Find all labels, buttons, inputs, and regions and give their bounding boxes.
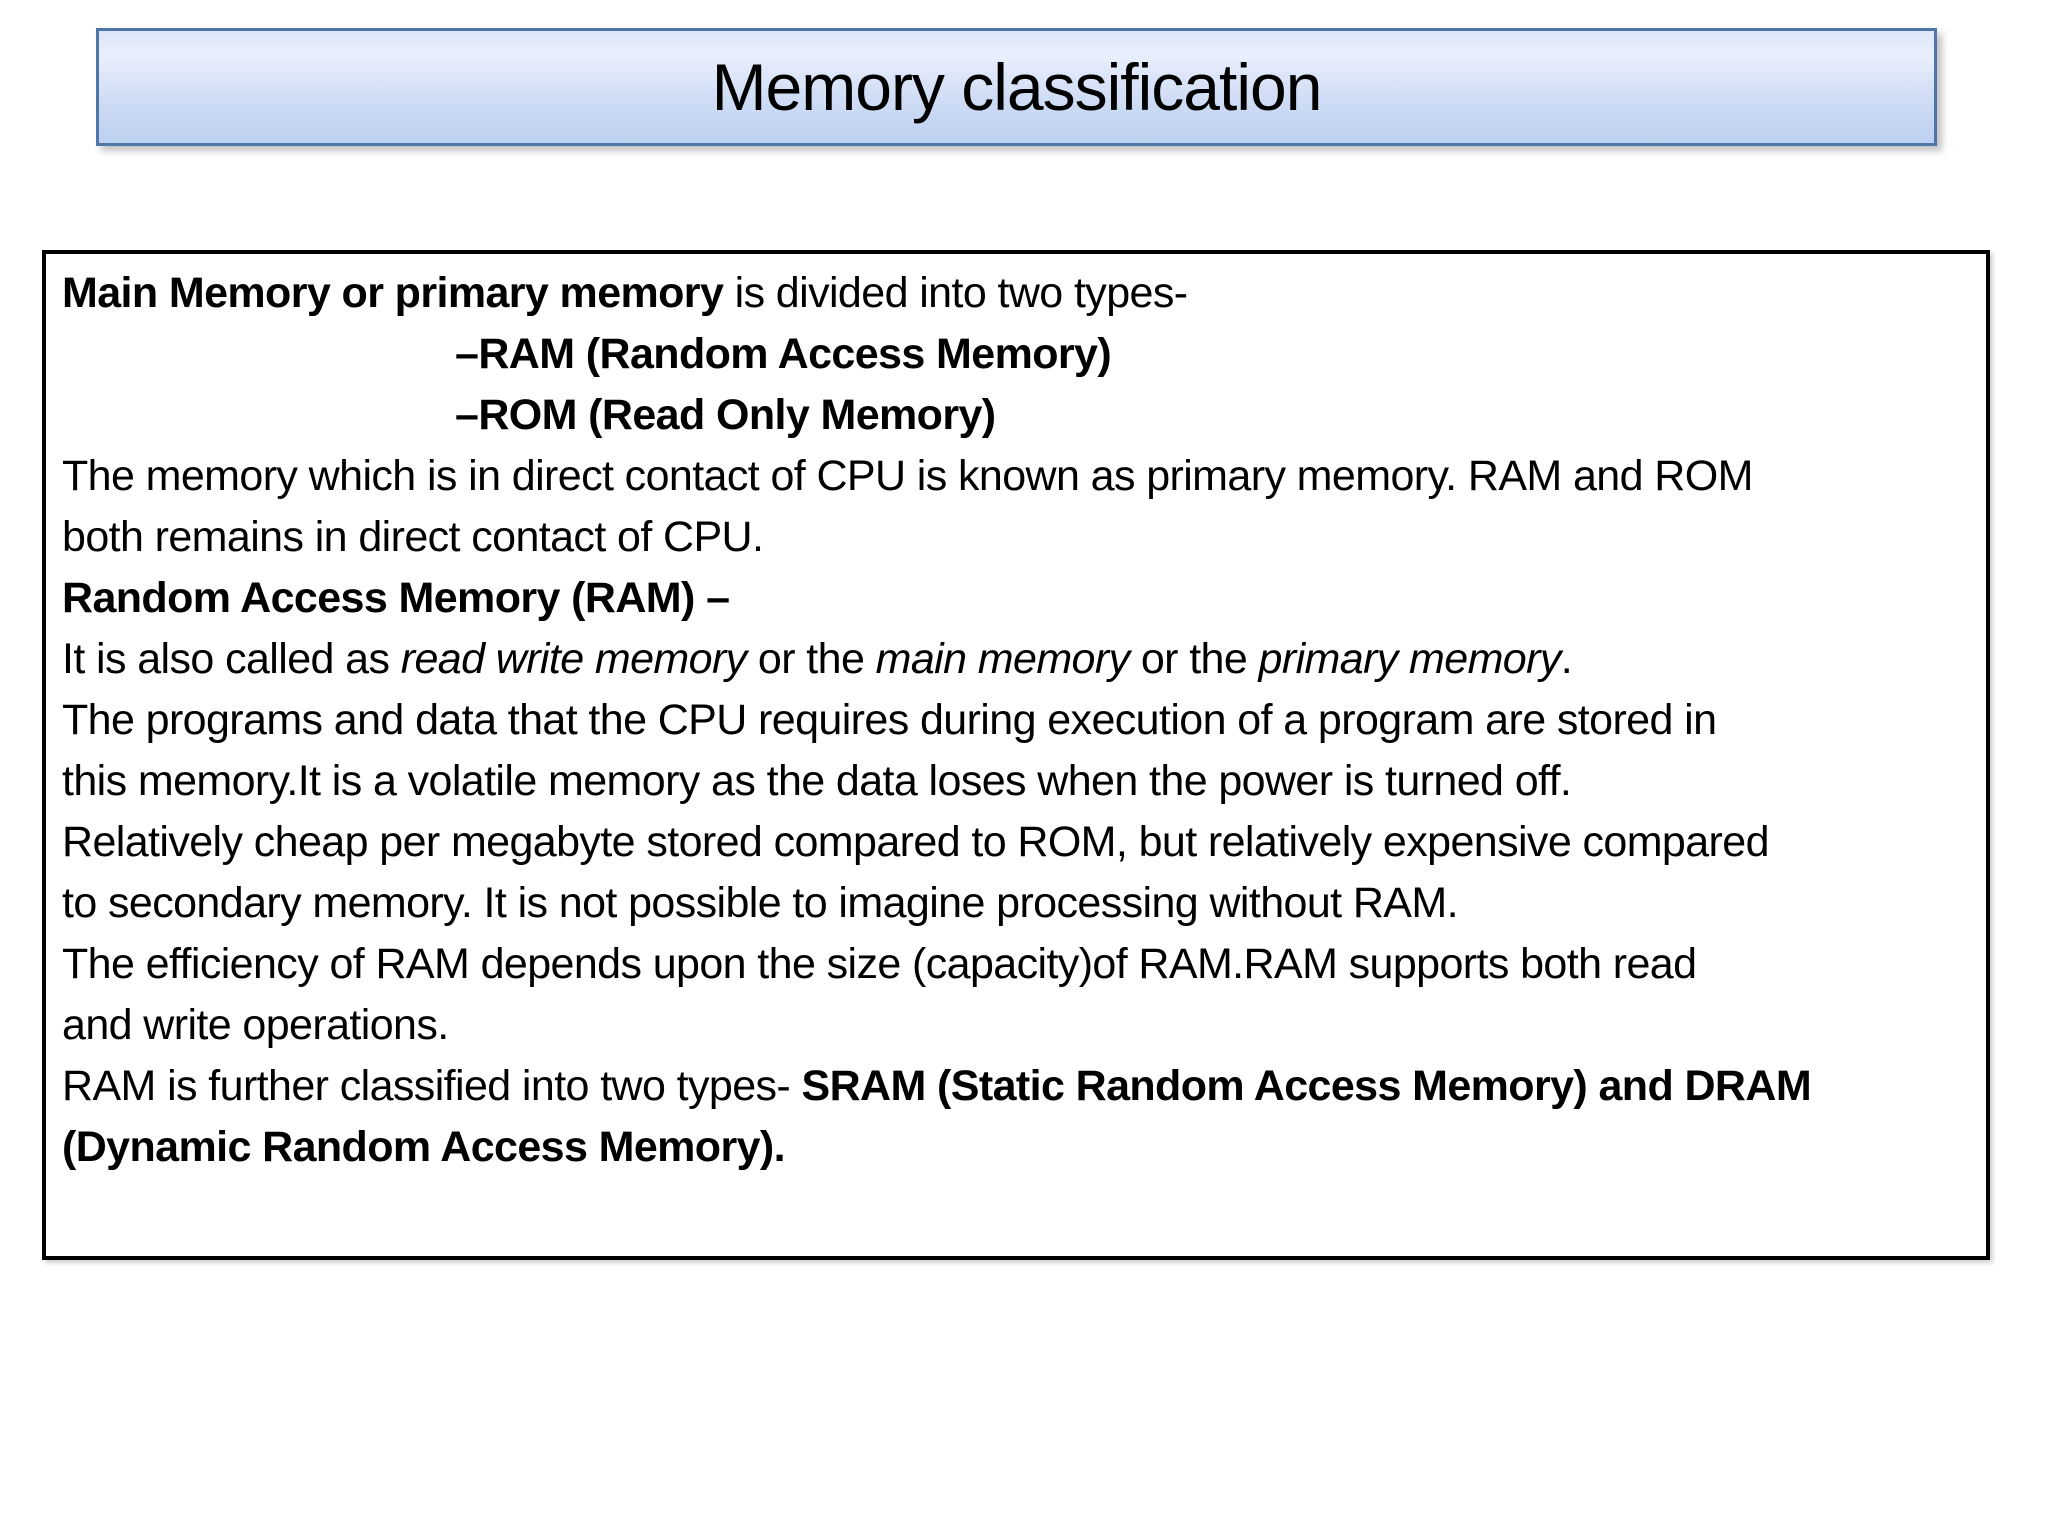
text-line: Random Access Memory (RAM) – xyxy=(62,568,1970,629)
text-run: The programs and data that the CPU requi… xyxy=(62,696,1717,744)
text-line: Relatively cheap per megabyte stored com… xyxy=(62,812,1970,873)
text-run: Relatively cheap per megabyte stored com… xyxy=(62,818,1770,866)
text-run: both remains in direct contact of CPU. xyxy=(62,513,764,561)
text-line: The memory which is in direct contact of… xyxy=(62,446,1970,507)
text-line: this memory.It is a volatile memory as t… xyxy=(62,751,1970,812)
text-run: –ROM (Read Only Memory) xyxy=(455,391,996,439)
text-line: RAM is further classified into two types… xyxy=(62,1056,1970,1117)
text-run: It is also called as xyxy=(62,635,401,683)
text-run: or the xyxy=(1129,635,1259,683)
text-line: –RAM (Random Access Memory) xyxy=(62,324,1970,385)
content-lines: Main Memory or primary memory is divided… xyxy=(62,263,1970,1178)
text-run: to secondary memory. It is not possible … xyxy=(62,879,1459,927)
text-run: this memory.It is a volatile memory as t… xyxy=(62,757,1572,805)
text-run: read write memory xyxy=(400,635,747,683)
text-run: is divided into two types- xyxy=(723,269,1188,317)
text-run: main memory xyxy=(875,635,1130,683)
content-box: Main Memory or primary memory is divided… xyxy=(42,250,1990,1260)
text-line: and write operations. xyxy=(62,995,1970,1056)
slide-title: Memory classification xyxy=(711,50,1323,124)
text-run: The efficiency of RAM depends upon the s… xyxy=(62,940,1697,988)
text-run: primary memory xyxy=(1258,635,1562,683)
text-run: SRAM (Static Random Access Memory) and D… xyxy=(801,1062,1812,1110)
text-line: to secondary memory. It is not possible … xyxy=(62,873,1970,934)
text-run: . xyxy=(1560,635,1573,683)
text-run: and write operations. xyxy=(62,1001,449,1049)
text-line: The programs and data that the CPU requi… xyxy=(62,690,1970,751)
text-run: or the xyxy=(746,635,876,683)
text-line: (Dynamic Random Access Memory). xyxy=(62,1117,1970,1178)
title-box: Memory classification xyxy=(96,28,1937,146)
text-run: Main Memory or primary memory xyxy=(62,269,724,317)
text-run: –RAM (Random Access Memory) xyxy=(455,330,1112,378)
text-run: RAM is further classified into two types… xyxy=(62,1062,802,1110)
text-run: (Dynamic Random Access Memory). xyxy=(62,1123,786,1171)
text-run: Random Access Memory (RAM) – xyxy=(62,574,730,622)
text-line: both remains in direct contact of CPU. xyxy=(62,507,1970,568)
text-line: –ROM (Read Only Memory) xyxy=(62,385,1970,446)
text-line: It is also called as read write memory o… xyxy=(62,629,1970,690)
text-line: Main Memory or primary memory is divided… xyxy=(62,263,1970,324)
text-run: The memory which is in direct contact of… xyxy=(62,452,1753,500)
text-line: The efficiency of RAM depends upon the s… xyxy=(62,934,1970,995)
